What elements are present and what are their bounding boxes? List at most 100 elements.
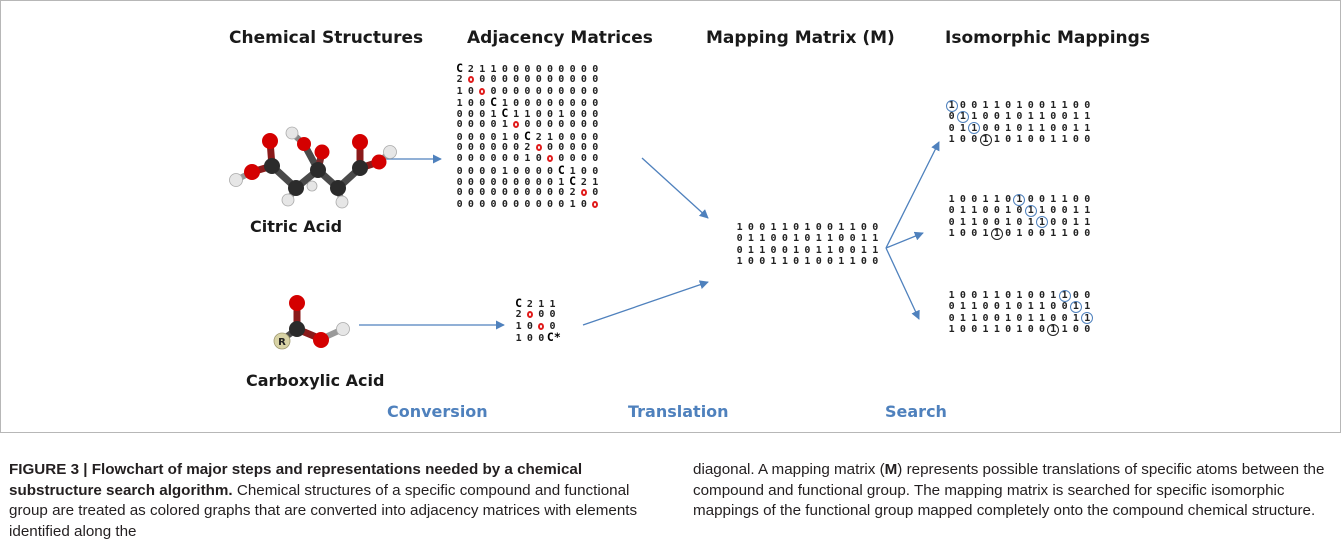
mapping-highlight-circle xyxy=(979,133,992,146)
matrix-cell: 0 xyxy=(1084,227,1091,239)
matrix-cell: 0 xyxy=(569,85,576,97)
matrix-cell: 1 xyxy=(948,227,955,239)
matrix-cell: 0 xyxy=(592,119,599,131)
matrix-cell: 0 xyxy=(592,131,599,143)
matrix-cell: 1 xyxy=(479,64,486,75)
matrix-cell: 0 xyxy=(982,111,989,123)
matrix-cell: 0 xyxy=(524,74,531,86)
matrix-cell: 0 xyxy=(535,74,542,86)
matrix-cell: 1 xyxy=(1061,100,1068,111)
matrix-cell: 0 xyxy=(1072,290,1079,301)
matrix-cell: 0 xyxy=(467,153,474,165)
matrix-cell: 0 xyxy=(456,176,463,188)
matrix-cell: 0 xyxy=(456,153,463,165)
matrix-cell: 1 xyxy=(872,244,879,256)
matrix-cell: 0 xyxy=(1005,227,1012,239)
matrix-cell: 0 xyxy=(535,119,542,131)
matrix-cell: 0 xyxy=(479,109,486,121)
figure-caption-text-left: Chemical structures of a specific compou… xyxy=(9,481,638,540)
matrix-cell: 1 xyxy=(1016,323,1023,335)
mapping-highlight-circle xyxy=(1081,312,1094,325)
matrix-cell: 0 xyxy=(959,100,966,111)
matrix-cell: 0 xyxy=(793,222,800,233)
matrix-cell: 1 xyxy=(993,100,1000,111)
matrix-cell: 0 xyxy=(959,323,966,335)
matrix-cell: 0 xyxy=(1072,227,1079,239)
matrix-cell: 0 xyxy=(1027,290,1034,301)
matrix-cell: 0 xyxy=(535,64,542,75)
matrix-cell: 0 xyxy=(513,85,520,97)
matrix-cell: 1 xyxy=(849,255,856,267)
matrix-cell: 0 xyxy=(467,142,474,154)
matrix-cell: 0 xyxy=(592,187,599,199)
matrix-cell: 0 xyxy=(1072,323,1079,335)
matrix-cell: 1 xyxy=(1058,289,1071,302)
matrix-cell: 0 xyxy=(479,153,486,165)
matrix-cell: 1 xyxy=(971,205,978,217)
matrix-cell: 1 xyxy=(959,122,966,134)
matrix-cell: 1 xyxy=(747,233,754,245)
matrix-cell: 0 xyxy=(1039,133,1046,145)
matrix-cell: 0 xyxy=(592,64,599,75)
matrix-cell: 0 xyxy=(849,244,856,256)
matrix-cell-oxygen xyxy=(465,74,476,85)
matrix-cell: 1 xyxy=(1016,290,1023,301)
matrix-cell: C xyxy=(523,128,531,143)
matrix-cell: 1 xyxy=(1081,312,1094,325)
matrix-cell: 0 xyxy=(781,244,788,256)
matrix-cell: 1 xyxy=(781,222,788,233)
matrix-cell: 0 xyxy=(580,198,587,210)
matrix-cell: 0 xyxy=(770,233,777,245)
matrix-cell: 0 xyxy=(535,85,542,97)
matrix-cell: 1 xyxy=(815,244,822,256)
matrix-cell: 0 xyxy=(524,85,531,97)
matrix-cell: 0 xyxy=(513,131,520,143)
matrix-cell: 1 xyxy=(956,110,969,123)
matrix-cell: 0 xyxy=(1050,216,1057,228)
arrow-mapping-to-iso-1 xyxy=(885,141,940,249)
matrix-cell: 1 xyxy=(982,194,989,205)
matrix-cell: 0 xyxy=(1027,194,1034,205)
matrix-cell-oxygen xyxy=(544,153,555,164)
matrix-cell: 0 xyxy=(804,233,811,245)
matrix-cell: 1 xyxy=(1072,312,1079,324)
arrow-carboxylic-matrix-to-mapping xyxy=(582,280,709,326)
matrix-cell: 1 xyxy=(558,176,565,188)
matrix-cell: 1 xyxy=(982,227,989,239)
matrix-cell: 1 xyxy=(793,244,800,256)
matrix-cell: C xyxy=(456,61,464,75)
matrix-cell: 1 xyxy=(860,244,867,256)
matrix-cell: 2 xyxy=(456,74,463,86)
matrix-cell: 0 xyxy=(569,131,576,143)
matrix-cell: 0 xyxy=(1005,194,1012,205)
matrix-cell: 0 xyxy=(549,309,556,321)
matrix-cell: 0 xyxy=(547,74,554,86)
matrix-cell: 1 xyxy=(781,255,788,267)
matrix-cell: 0 xyxy=(490,165,497,177)
matrix-cell: 0 xyxy=(1016,111,1023,123)
matrix-cell: 1 xyxy=(982,290,989,301)
matrix-cell: 1 xyxy=(592,176,599,188)
matrix-cell: 0 xyxy=(467,97,474,109)
matrix-cell: 1 xyxy=(804,222,811,233)
matrix-cell: 1 xyxy=(1027,301,1034,313)
matrix-cell: 0 xyxy=(580,131,587,143)
matrix-cell: 1 xyxy=(524,109,531,121)
matrix-cell: 0 xyxy=(982,301,989,313)
matrix-cell: 1 xyxy=(1039,122,1046,134)
matrix-cell: 0 xyxy=(513,198,520,210)
matrix-cell-oxygen xyxy=(536,321,547,332)
matrix-cell: 0 xyxy=(971,194,978,205)
matrix-cell: 0 xyxy=(948,301,955,313)
matrix-cell: 0 xyxy=(1061,111,1068,123)
matrix-cell: 0 xyxy=(1050,111,1057,123)
matrix-cell: 0 xyxy=(948,312,955,324)
matrix-cell: 1 xyxy=(1047,323,1060,336)
matrix-cell: 0 xyxy=(993,122,1000,134)
matrix-cell: 0 xyxy=(592,165,599,177)
